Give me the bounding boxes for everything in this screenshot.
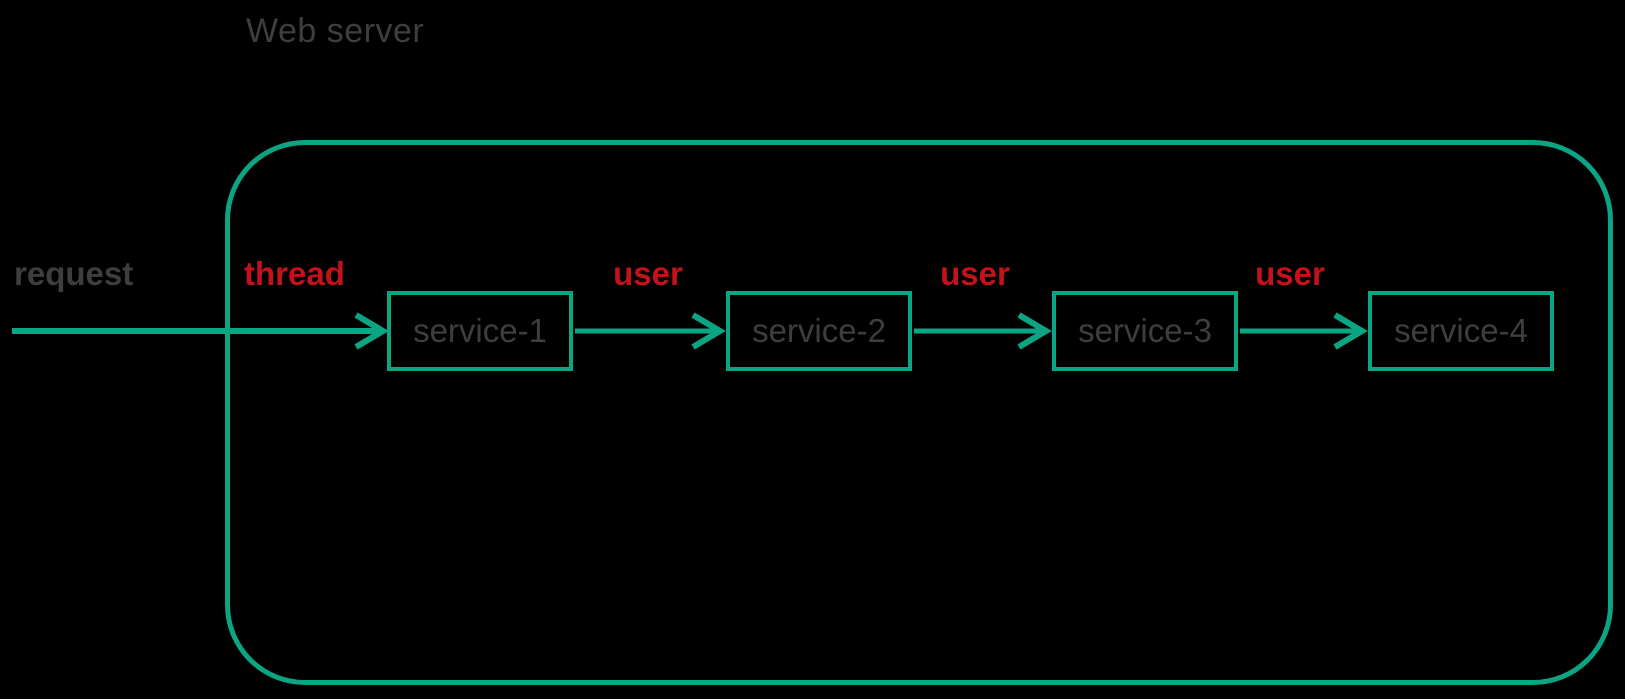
service-2-node: service-2 <box>726 291 912 371</box>
service-3-node: service-3 <box>1052 291 1238 371</box>
user-edge-label-2: user <box>940 255 1010 292</box>
thread-edge-label: thread <box>244 255 345 292</box>
service-1-node: service-1 <box>387 291 573 371</box>
user-edge-label-1: user <box>613 255 683 292</box>
user-edge-label-3: user <box>1255 255 1325 292</box>
web-server-boundary-box <box>225 140 1613 685</box>
service-4-node: service-4 <box>1368 291 1554 371</box>
web-server-container-label: Web server <box>246 12 425 50</box>
request-label: request <box>14 255 134 292</box>
